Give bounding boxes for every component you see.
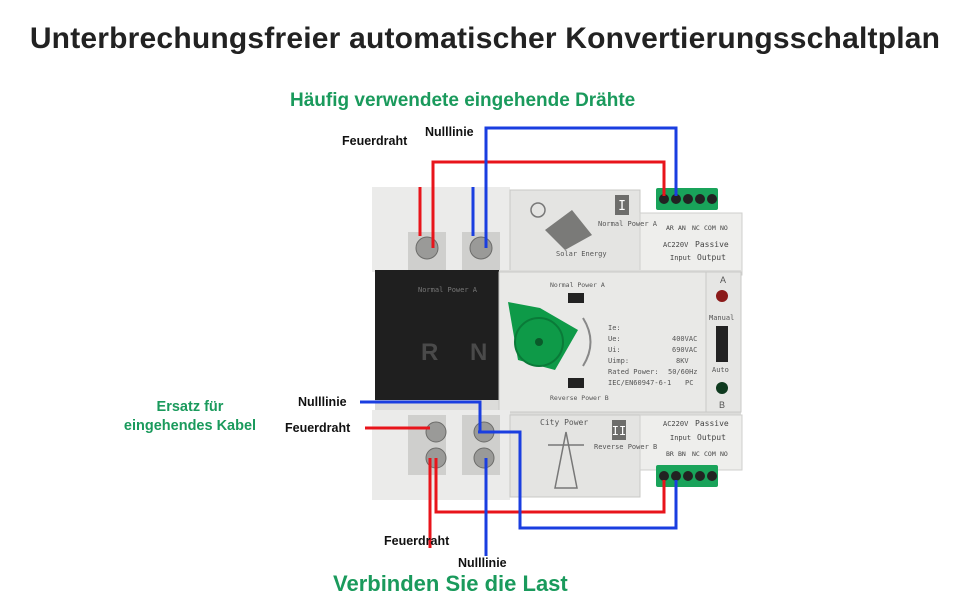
top-output: Output xyxy=(697,253,726,262)
page-title: Unterbrechungsfreier automatischer Konve… xyxy=(29,22,941,55)
spec-value-690: 690VAC xyxy=(672,346,697,354)
spec-ue: Ue: xyxy=(608,335,621,343)
top-panel-normal-text: Normal Power A xyxy=(598,220,658,228)
bottom-output: Output xyxy=(697,433,726,442)
left-black-cover xyxy=(375,270,499,400)
backup-neutral-wire xyxy=(360,400,482,432)
label-top-neutral: Nulllinie xyxy=(425,125,474,139)
top-terminal-strip xyxy=(639,212,743,276)
spec-value-400: 400VAC xyxy=(672,335,697,343)
spec-value-pc: PC xyxy=(685,379,693,387)
top-connector-hole-1 xyxy=(659,194,669,204)
center-indicator-top xyxy=(568,293,584,303)
top-heading: Häufig verwendete eingehende Drähte xyxy=(290,90,636,111)
top-connector-hole-3 xyxy=(683,194,693,204)
left-normal-power-text: Normal Power A xyxy=(418,286,478,294)
bottom-input: Input xyxy=(670,434,691,442)
spec-rated-power: Rated Power: xyxy=(608,368,659,376)
load-fire-wire xyxy=(434,458,666,514)
top-passive: Passive xyxy=(695,240,729,249)
bottom-screw-left-1 xyxy=(425,421,447,443)
bottom-term-nc: NC xyxy=(692,450,700,458)
bottom-roman-badge xyxy=(612,420,626,440)
top-term-com: COM xyxy=(704,224,716,232)
bottom-connector-hole-2 xyxy=(671,471,681,481)
bottom-connector-hole-4 xyxy=(695,471,705,481)
led-b-label: B xyxy=(719,400,725,410)
label-bottom-fire: Feuerdraht xyxy=(384,534,450,548)
top-input: Input xyxy=(670,254,691,262)
top-term-nc: NC xyxy=(692,224,700,232)
rotation-arrow-icon xyxy=(582,317,592,367)
label-bottom-neutral: Nulllinie xyxy=(458,556,507,570)
bottom-screw-right-2 xyxy=(473,447,495,469)
backup-heading-line-1: Ersatz für xyxy=(156,399,224,415)
spec-uimp: Uimp: xyxy=(608,357,629,365)
left-r-label: R xyxy=(421,339,438,366)
backup-heading-line-2: eingehendes Kabel xyxy=(123,418,257,434)
bottom-ac-input: AC220V xyxy=(663,420,689,428)
top-connector-hole-2 xyxy=(671,194,681,204)
solar-panel-icon xyxy=(545,210,592,250)
top-screw-right xyxy=(469,236,493,260)
label-mid-fire: Feuerdraht xyxy=(285,421,351,435)
switch-center xyxy=(535,338,543,346)
bottom-connector-hole-1 xyxy=(659,471,669,481)
top-screw-left xyxy=(415,236,439,260)
manual-auto-slider[interactable] xyxy=(716,326,728,362)
center-reverse-text: Reverse Power B xyxy=(550,394,609,402)
top-term-an: AN xyxy=(678,224,686,232)
power-tower-icon xyxy=(554,431,578,489)
left-n-label: N xyxy=(470,339,487,366)
manual-label: Manual xyxy=(709,314,734,322)
top-fire-wire xyxy=(431,160,666,248)
city-power-text: City Power xyxy=(540,418,588,427)
top-neutral-wire xyxy=(484,126,678,248)
spec-iec: IEC/EN60947-6-1 xyxy=(608,379,671,387)
spec-ie: Ie: xyxy=(608,324,621,332)
bottom-term-br: BR xyxy=(666,450,674,458)
top-ac-input: AC220V xyxy=(663,241,689,249)
top-term-ar: AR xyxy=(666,224,674,232)
label-mid-neutral: Nulllinie xyxy=(298,395,347,409)
bottom-term-bn: BN xyxy=(678,450,686,458)
bottom-connector-hole-3 xyxy=(683,471,693,481)
bottom-terminal-strip xyxy=(639,414,743,471)
backup-heading: Ersatz für eingehendes Kabel xyxy=(110,398,270,436)
spec-value-hz: 50/60Hz xyxy=(668,368,698,376)
top-term-no: NO xyxy=(720,224,728,232)
led-a-red xyxy=(716,290,728,302)
bottom-heading: Verbinden Sie die Last xyxy=(333,571,568,596)
top-connector-hole-5 xyxy=(707,194,717,204)
bottom-term-no: NO xyxy=(720,450,728,458)
spec-ui: Ui: xyxy=(608,346,621,354)
top-panel-solar-text: Solar Energy xyxy=(556,250,607,258)
bottom-connector-hole-5 xyxy=(707,471,717,481)
top-roman-text: I xyxy=(618,199,626,214)
load-neutral-wire xyxy=(478,430,678,530)
led-b-green xyxy=(716,382,728,394)
auto-label: Auto xyxy=(712,366,729,374)
top-roman-badge xyxy=(615,195,629,215)
bottom-roman-text: II xyxy=(612,424,626,438)
center-indicator-bottom xyxy=(568,378,584,388)
label-top-fire: Feuerdraht xyxy=(342,134,408,148)
bottom-reverse-text: Reverse Power B xyxy=(594,443,657,451)
bottom-passive: Passive xyxy=(695,419,729,428)
sun-icon xyxy=(530,202,546,218)
top-connector-hole-4 xyxy=(695,194,705,204)
bottom-term-com: COM xyxy=(704,450,716,458)
spec-value-8kv: 8KV xyxy=(676,357,689,365)
led-a-label: A xyxy=(720,275,726,285)
center-normal-text: Normal Power A xyxy=(550,281,605,289)
